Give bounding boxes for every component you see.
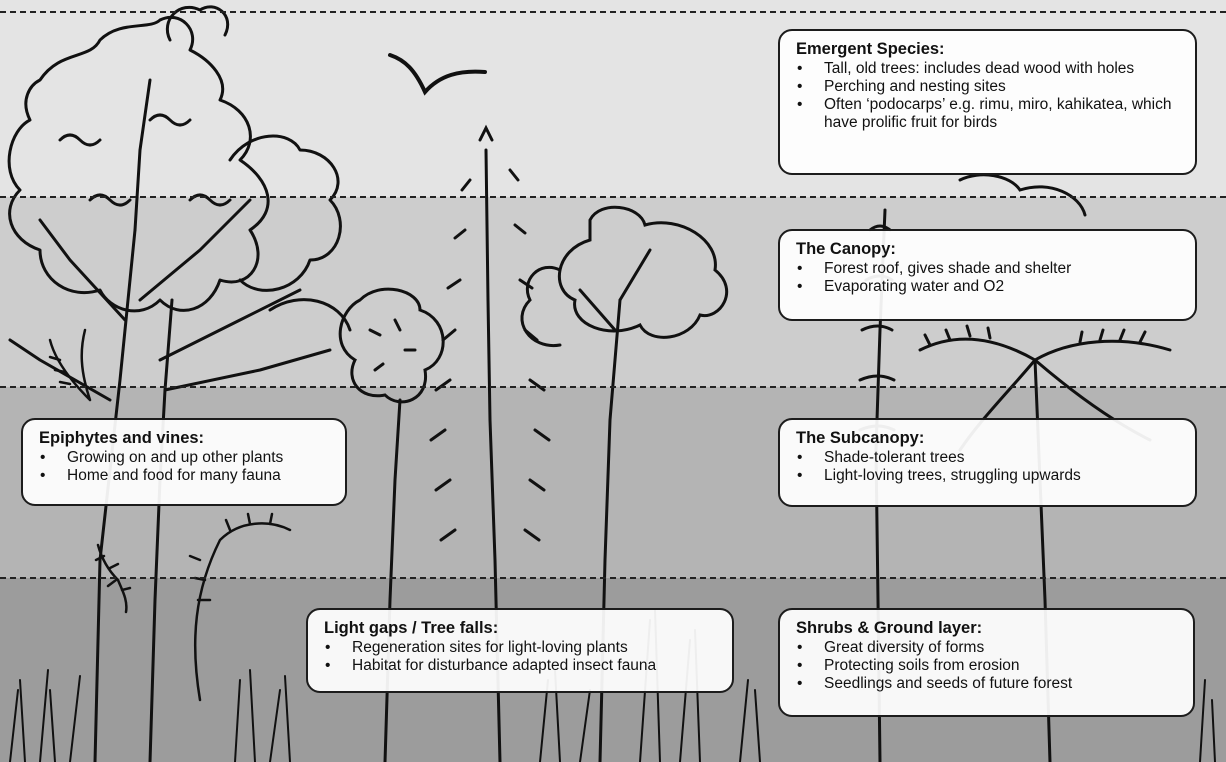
box-title: Shrubs & Ground layer:: [796, 619, 983, 637]
box-list: Forest roof, gives shade and shelter Eva…: [796, 260, 1185, 296]
box-list: Regeneration sites for light-loving plan…: [324, 639, 722, 675]
list-item: Perching and nesting sites: [796, 78, 1185, 96]
list-item: Light-loving trees, struggling upwards: [796, 467, 1185, 485]
box-list: Tall, old trees: includes dead wood with…: [796, 60, 1185, 132]
box-title: The Subcanopy:: [796, 429, 925, 447]
lizard-icon: [94, 543, 132, 614]
fern-icon: [48, 328, 92, 402]
shrubs-ground-box: Shrubs & Ground layer: Great diversity o…: [778, 608, 1195, 717]
list-item: Home and food for many fauna: [39, 467, 335, 485]
box-title: The Canopy:: [796, 240, 896, 258]
list-item: Great diversity of forms: [796, 639, 1183, 657]
box-title: Epiphytes and vines:: [39, 429, 205, 447]
subcanopy-box: The Subcanopy: Shade-tolerant trees Ligh…: [778, 418, 1197, 507]
layer-divider: [0, 11, 1226, 13]
layer-divider: [0, 196, 1226, 198]
list-item: Often ‘podocarps’ e.g. rimu, miro, kahik…: [796, 96, 1185, 132]
bird-icon: [388, 53, 487, 96]
canopy-box: The Canopy: Forest roof, gives shade and…: [778, 229, 1197, 321]
list-item: Habitat for disturbance adapted insect f…: [324, 657, 722, 675]
list-item: Growing on and up other plants: [39, 449, 335, 467]
emergent-species-box: Emergent Species: Tall, old trees: inclu…: [778, 29, 1197, 175]
box-title: Light gaps / Tree falls:: [324, 619, 499, 637]
tree-icon: [520, 205, 729, 762]
fern-icon: [188, 512, 292, 702]
box-list: Shade-tolerant trees Light-loving trees,…: [796, 449, 1185, 485]
box-list: Great diversity of forms Protecting soil…: [796, 639, 1183, 693]
epiphytes-box: Epiphytes and vines: Growing on and up o…: [21, 418, 347, 506]
list-item: Seedlings and seeds of future forest: [796, 675, 1183, 693]
box-title: Emergent Species:: [796, 40, 945, 58]
light-gaps-box: Light gaps / Tree falls: Regeneration si…: [306, 608, 734, 693]
layer-divider: [0, 577, 1226, 579]
list-item: Regeneration sites for light-loving plan…: [324, 639, 722, 657]
list-item: Evaporating water and O2: [796, 278, 1185, 296]
box-list: Growing on and up other plants Home and …: [39, 449, 335, 485]
list-item: Forest roof, gives shade and shelter: [796, 260, 1185, 278]
list-item: Protecting soils from erosion: [796, 657, 1183, 675]
list-item: Tall, old trees: includes dead wood with…: [796, 60, 1185, 78]
layer-divider: [0, 386, 1226, 388]
list-item: Shade-tolerant trees: [796, 449, 1185, 467]
tree-icon: [7, 5, 352, 762]
